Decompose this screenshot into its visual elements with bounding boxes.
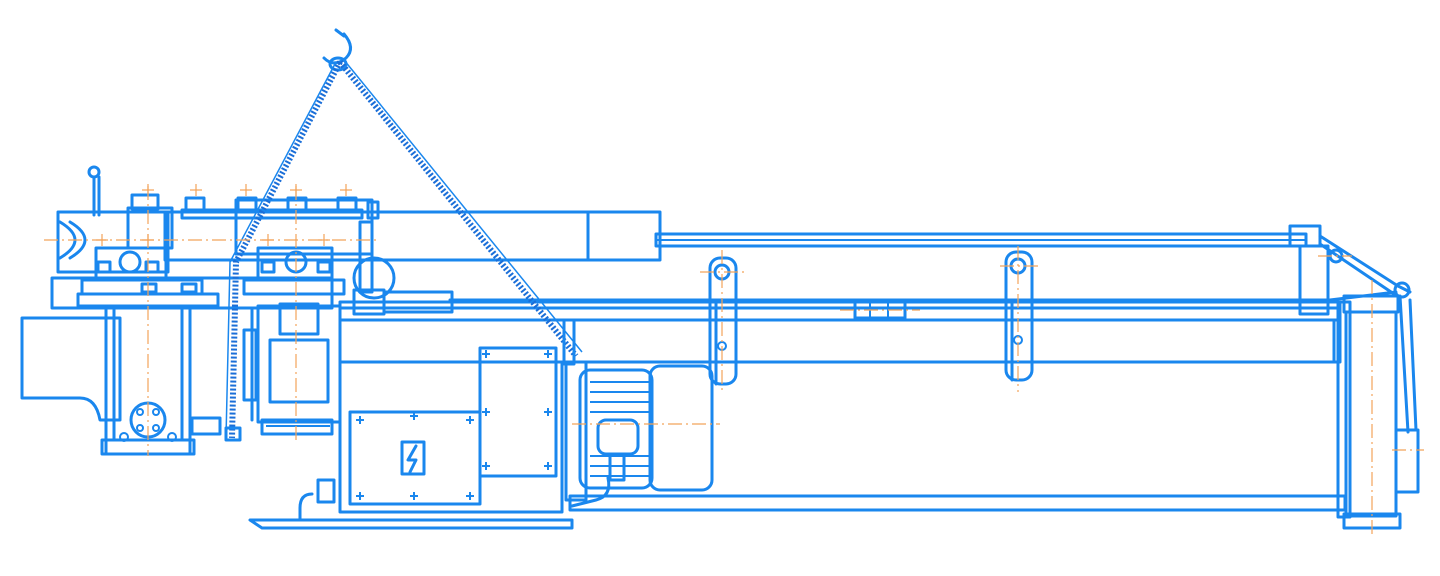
electrical-box (478, 346, 558, 478)
end-stand (1288, 224, 1420, 530)
hydraulic-cylinder (163, 210, 1308, 262)
cable (248, 476, 611, 530)
lifting-slings (224, 59, 583, 442)
bolt-markers (96, 184, 552, 500)
main-frame (338, 300, 1352, 519)
gearbox (242, 302, 342, 436)
electric-motor (564, 360, 714, 502)
drive-roller-head (20, 165, 454, 422)
tie-rod (448, 298, 1332, 320)
control-cabinet (338, 360, 564, 514)
support-bracket-left (100, 306, 222, 456)
